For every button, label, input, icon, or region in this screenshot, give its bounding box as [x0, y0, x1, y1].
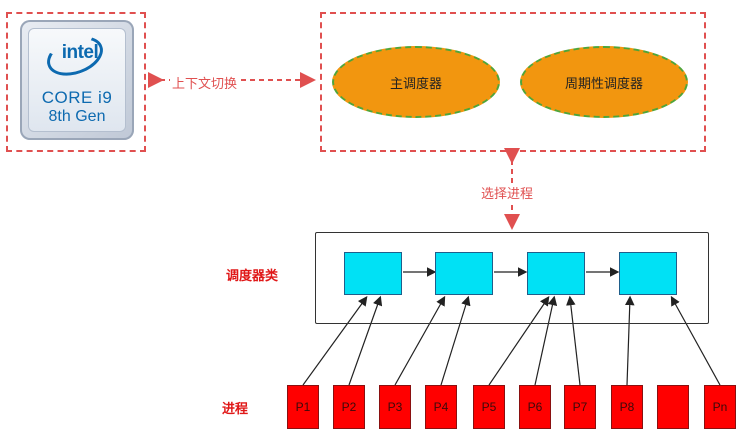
p1-link [302, 296, 368, 386]
sched-class-box-4 [619, 252, 677, 295]
p8-link [624, 295, 635, 386]
periodic-scheduler-label: 周期性调度器 [564, 76, 643, 92]
main-scheduler: 主调度器 [332, 46, 500, 118]
scheduling-class-label: 调度器类 [226, 269, 279, 284]
process-box: P8 [611, 385, 643, 429]
sched-class-box-1 [344, 252, 402, 295]
p6-link [534, 295, 558, 386]
intel-logo: intel [61, 42, 99, 63]
periodic-scheduler: 周期性调度器 [520, 46, 688, 118]
pn-link [670, 295, 721, 386]
select-process-label: 选择进程 [478, 183, 537, 202]
p7-link [566, 295, 581, 386]
process-box: P6 [519, 385, 551, 429]
process-box: P1 [287, 385, 319, 429]
main-scheduler-label: 主调度器 [389, 76, 442, 92]
cpu-chip-face [28, 28, 126, 132]
cpu-model: CORE i9 [41, 88, 113, 107]
process-box: Pn [704, 385, 736, 429]
cpu-generation: 8th Gen [48, 108, 106, 125]
context-switch-label: 上下文切换 [170, 73, 240, 92]
p2-link [348, 295, 383, 386]
process-box: P2 [333, 385, 365, 429]
process-box: P7 [564, 385, 596, 429]
processes-label: 进程 [222, 402, 249, 417]
cpu-frame [6, 12, 146, 152]
p3-link [394, 295, 446, 386]
process-box: P4 [425, 385, 457, 429]
process-box: P3 [379, 385, 411, 429]
scheduler-frame [320, 12, 706, 152]
sched-class-box-3 [527, 252, 585, 295]
process-box: P5 [473, 385, 505, 429]
scheduling-class-container [315, 232, 709, 324]
process-box [657, 385, 689, 429]
sched-class-box-2 [435, 252, 493, 295]
p5-link [488, 296, 550, 386]
p4-link [440, 295, 471, 386]
